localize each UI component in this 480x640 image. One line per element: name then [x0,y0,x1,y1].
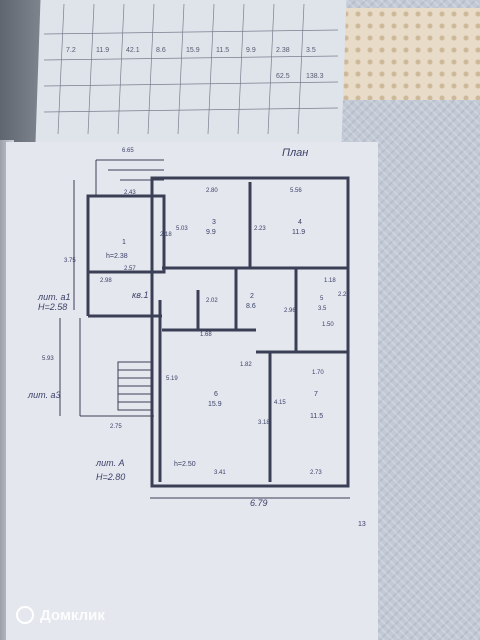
table-cell: 62.5 [276,73,290,80]
dimension: 1.82 [240,362,252,368]
page-number: 13 [358,521,366,528]
room-area: 11.9 [292,229,305,236]
dimension: 2.20 [338,292,350,298]
room-height: h=2.50 [174,461,196,468]
table-cell: 9.9 [246,47,256,54]
watermark: Домклик [16,604,105,626]
room-area: 11.5 [310,413,323,420]
lit-a3-label: лит. а3 [27,390,61,400]
table-cell: 42.1 [126,47,140,54]
dimension: 6.65 [122,148,134,154]
dimension: 3.41 [214,470,226,476]
dimension: 1.68 [200,332,212,338]
room-area: 8.6 [246,303,256,310]
area-table: 7.2 11.9 42.1 8.6 15.9 11.5 9.9 2.38 3.5… [44,4,338,134]
table-cell: 3.5 [306,47,316,54]
room-area: 9.9 [206,229,216,236]
apartment-label: кв.1 [132,290,148,300]
table-cell: 7.2 [66,47,76,54]
dimension: 2.57 [124,266,136,272]
dimension: 2.98 [100,278,112,284]
dimension: 5.03 [176,226,188,232]
room-number: 3 [212,219,216,226]
dimension: 5.19 [166,376,178,382]
dimension: 4.15 [274,400,286,406]
dimension: 1.70 [312,370,324,376]
room-number: 4 [298,219,302,226]
room-number: 2 [250,293,254,300]
wall-a1 [86,194,166,274]
lit-a1-height: H=2.58 [38,302,67,312]
room-area: 3.5 [318,306,327,312]
dimension: 2.80 [206,188,218,194]
dimension: 2.43 [124,190,136,196]
room-number: 1 [122,239,126,246]
room-number: 7 [314,391,318,398]
table-cell: 11.5 [216,47,229,54]
lit-a-label: лит. А [95,458,124,468]
dimension: 2.18 [160,232,172,238]
room-area: 15.9 [208,401,222,408]
plan-title: План [282,147,308,159]
dimension: 2.02 [206,298,218,304]
plan-page [6,142,378,640]
dimension-overall: 6.79 [250,498,268,508]
dimension: 2.73 [310,470,322,476]
dimension: 1.18 [324,278,336,284]
table-cell: 8.6 [156,47,166,54]
table-cell: 11.9 [96,47,109,54]
dimension: 5.56 [290,188,302,194]
lit-a-height: H=2.80 [96,472,125,482]
lit-a1-label: лит. а1 [37,292,71,302]
dimension: 2.96 [284,308,296,314]
lace-trim [340,8,480,100]
dimension: 1.50 [322,322,334,328]
room-height: h=2.38 [106,253,128,260]
dimension: 5.93 [42,356,54,362]
wall-outline [150,176,350,488]
dimension: 2.23 [254,226,266,232]
room-number: 6 [214,391,218,398]
room-number: 5 [320,296,324,302]
table-cell: 138.3 [306,73,324,80]
table-cell: 2.38 [276,47,290,54]
dimension: 3.18 [258,420,270,426]
watermark-text: Домклик [40,606,105,624]
table-cell: 15.9 [186,47,200,54]
domclick-logo-icon [16,606,34,624]
dimension: 3.75 [64,258,76,264]
dimension: 2.75 [110,424,122,430]
